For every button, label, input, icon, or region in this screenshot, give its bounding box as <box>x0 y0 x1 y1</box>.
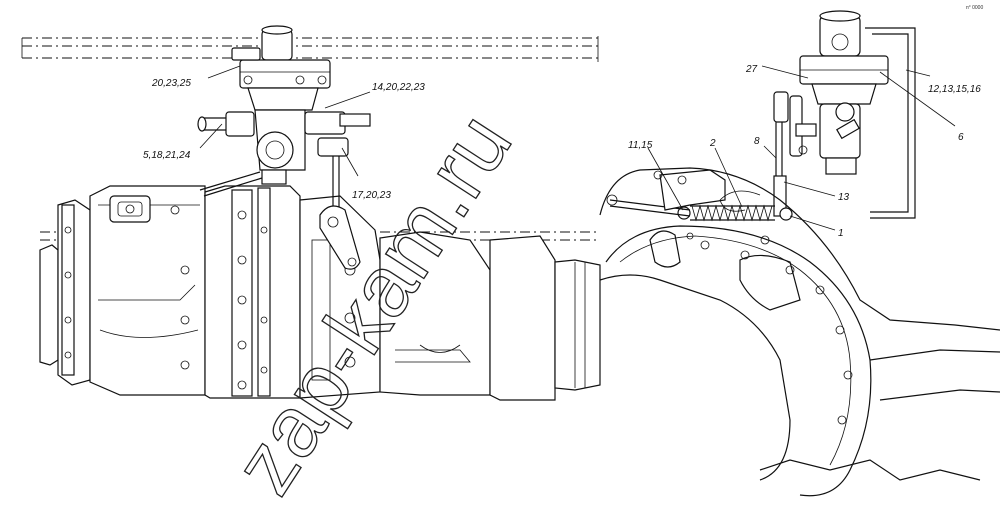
callout-labels: 20,23,25 14,20,22,23 5,18,21,24 17,20,23… <box>143 64 981 239</box>
callout-leaders <box>199 65 956 231</box>
callout-label: 5,18,21,24 <box>143 150 191 161</box>
callout-label: 13 <box>838 192 850 203</box>
callout-label: 14,20,22,23 <box>372 82 425 93</box>
callout-label: 6 <box>958 132 964 143</box>
engine-housing-outline <box>599 167 1000 497</box>
callout-label: 11,15 <box>628 140 653 151</box>
gearbox-housing <box>39 185 601 401</box>
callout-label: 12,13,15,16 <box>928 84 981 95</box>
callout-label: 2 <box>709 138 716 149</box>
callout-label: 27 <box>745 64 758 75</box>
brake-valve-assembly <box>197 25 371 270</box>
callout-label: 1 <box>838 228 844 239</box>
valve-bracket-detail <box>609 10 916 268</box>
corner-code: п° 0000 <box>966 5 983 11</box>
callout-label: 17,20,23 <box>352 190 391 201</box>
callout-label: 20,23,25 <box>151 78 191 89</box>
callout-label: 8 <box>754 136 760 147</box>
